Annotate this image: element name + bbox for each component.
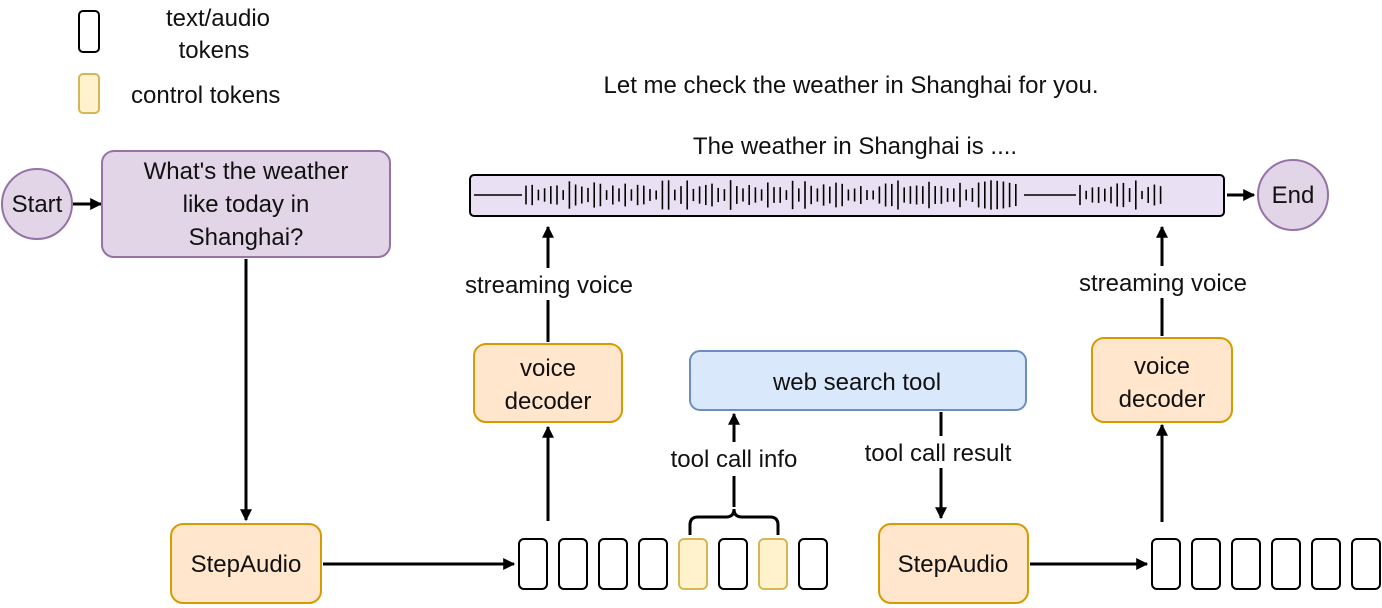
token-control xyxy=(678,538,708,590)
token-text xyxy=(1351,538,1381,590)
legend: text/audio tokens control tokens xyxy=(78,5,280,114)
voice-decoder-left-line1: voice xyxy=(520,355,576,382)
stepaudio-right-label: StepAudio xyxy=(898,551,1009,578)
streaming-voice-left-bg xyxy=(446,268,652,300)
voice-decoder-right-box xyxy=(1091,337,1233,423)
tool-call-result-label: tool call result xyxy=(865,440,1012,467)
token-text xyxy=(718,538,748,590)
token-text xyxy=(1311,538,1341,590)
streaming-voice-right-label: streaming voice xyxy=(1079,270,1247,297)
start-label: Start xyxy=(12,191,63,218)
web-search-tool-box xyxy=(689,350,1027,411)
token-text xyxy=(1191,538,1221,590)
start-node xyxy=(1,168,73,240)
streaming-voice-right-bg xyxy=(1060,266,1266,298)
legend-token-label-line1: text/audio xyxy=(166,5,270,32)
voice-decoder-right-line1: voice xyxy=(1134,353,1190,380)
token-sequence-left xyxy=(518,538,828,590)
stepaudio-left-box xyxy=(170,523,322,604)
user-query-line3: Shanghai? xyxy=(189,224,304,251)
token-text xyxy=(798,538,828,590)
user-query-line2: like today in xyxy=(183,191,310,218)
legend-control-swatch xyxy=(78,73,100,114)
audio-waveform-bar xyxy=(469,174,1225,217)
token-sequence-right xyxy=(1151,538,1381,590)
token-text xyxy=(1151,538,1181,590)
legend-token-label-line2: tokens xyxy=(179,37,250,64)
voice-decoder-left-box xyxy=(473,343,623,423)
token-text xyxy=(558,538,588,590)
tool-call-result-bg xyxy=(848,436,1034,468)
stepaudio-left-label: StepAudio xyxy=(191,551,302,578)
end-node xyxy=(1257,159,1329,231)
user-query-line1: What's the weather xyxy=(144,158,349,185)
waveform-marks xyxy=(474,180,1162,210)
legend-token-swatch xyxy=(78,10,100,53)
token-text xyxy=(598,538,628,590)
legend-control-label: control tokens xyxy=(131,82,280,109)
response-line-2: The weather in Shanghai is .... xyxy=(693,133,1017,160)
tool-call-info-bg xyxy=(656,442,812,476)
token-text xyxy=(1231,538,1261,590)
voice-decoder-right-line2: decoder xyxy=(1119,386,1206,413)
token-text xyxy=(638,538,668,590)
stepaudio-right-box xyxy=(878,523,1029,604)
token-text xyxy=(1271,538,1301,590)
control-token-brace xyxy=(688,508,780,535)
end-label: End xyxy=(1272,182,1315,209)
user-query-box xyxy=(101,150,391,258)
token-control xyxy=(758,538,788,590)
web-search-tool-label: web search tool xyxy=(772,369,941,396)
voice-decoder-left-line2: decoder xyxy=(505,388,592,415)
token-text xyxy=(518,538,548,590)
tool-call-info-label: tool call info xyxy=(671,446,798,473)
streaming-voice-left-label: streaming voice xyxy=(465,272,633,299)
response-line-1: Let me check the weather in Shanghai for… xyxy=(604,72,1099,99)
